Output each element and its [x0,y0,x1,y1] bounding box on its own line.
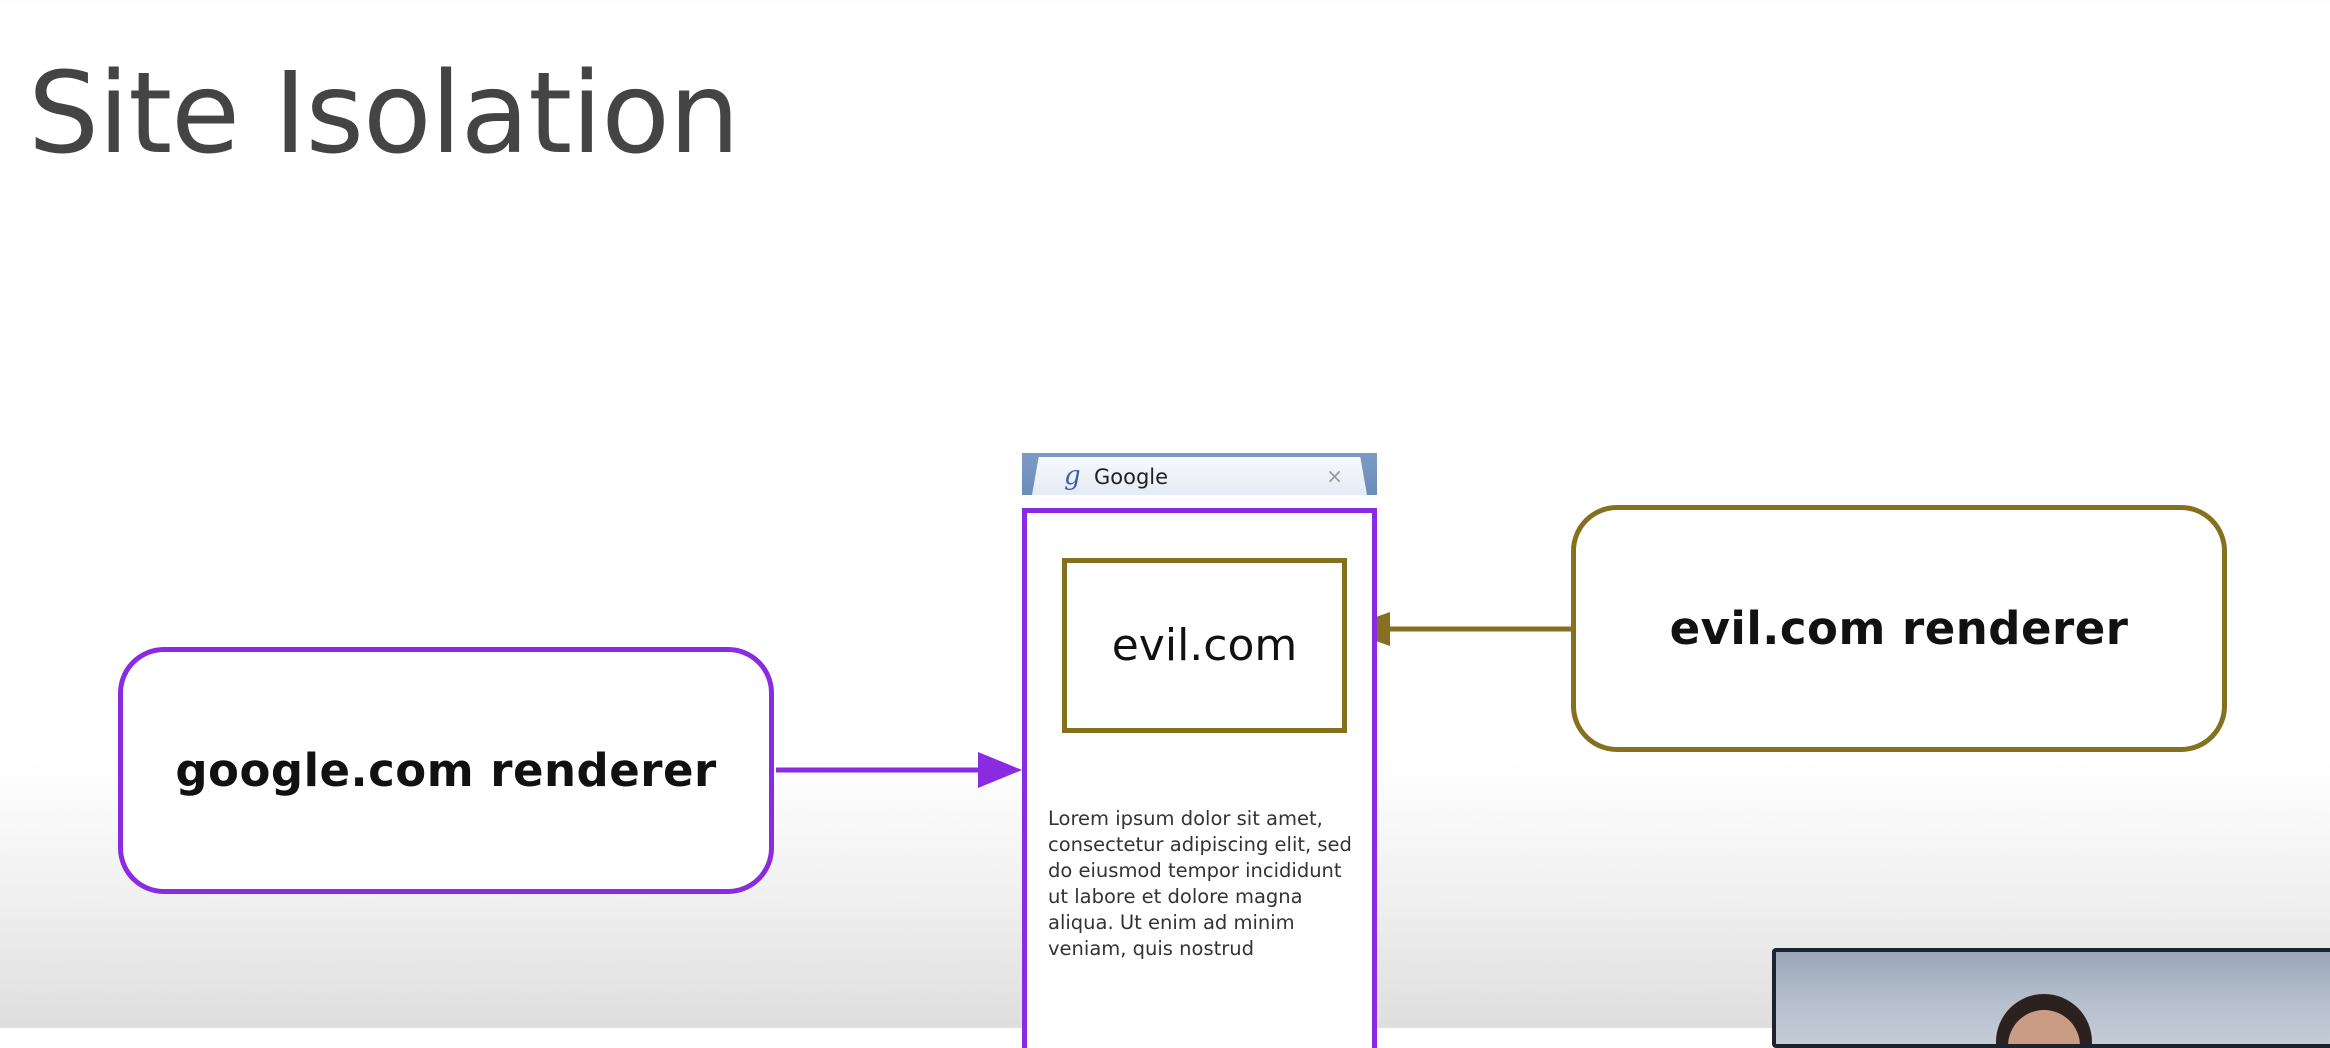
arrow-google-renderer-to-browser [776,752,1022,788]
evil-renderer-box: evil.com renderer [1571,505,2227,752]
google-favicon-icon: g [1064,461,1081,491]
speaker-video-overlay [1772,948,2330,1048]
browser-tab: g Google × [1022,453,1377,495]
browser-window: evil.com Lorem ipsum dolor sit amet, con… [1022,508,1377,1048]
close-icon: × [1326,464,1343,488]
page-body-text: Lorem ipsum dolor sit amet, consectetur … [1048,807,1352,960]
evil-iframe-label: evil.com [1111,620,1298,671]
evil-renderer-label: evil.com renderer [1669,602,2129,655]
google-renderer-label: google.com renderer [175,744,717,797]
tab-title: Google [1094,465,1169,489]
browser-tab-inner: g Google × [1032,457,1367,495]
google-renderer-box: google.com renderer [118,647,774,894]
evil-iframe-box: evil.com [1062,558,1347,733]
arrow-google-head [978,752,1022,788]
slide-title: Site Isolation [28,49,740,179]
